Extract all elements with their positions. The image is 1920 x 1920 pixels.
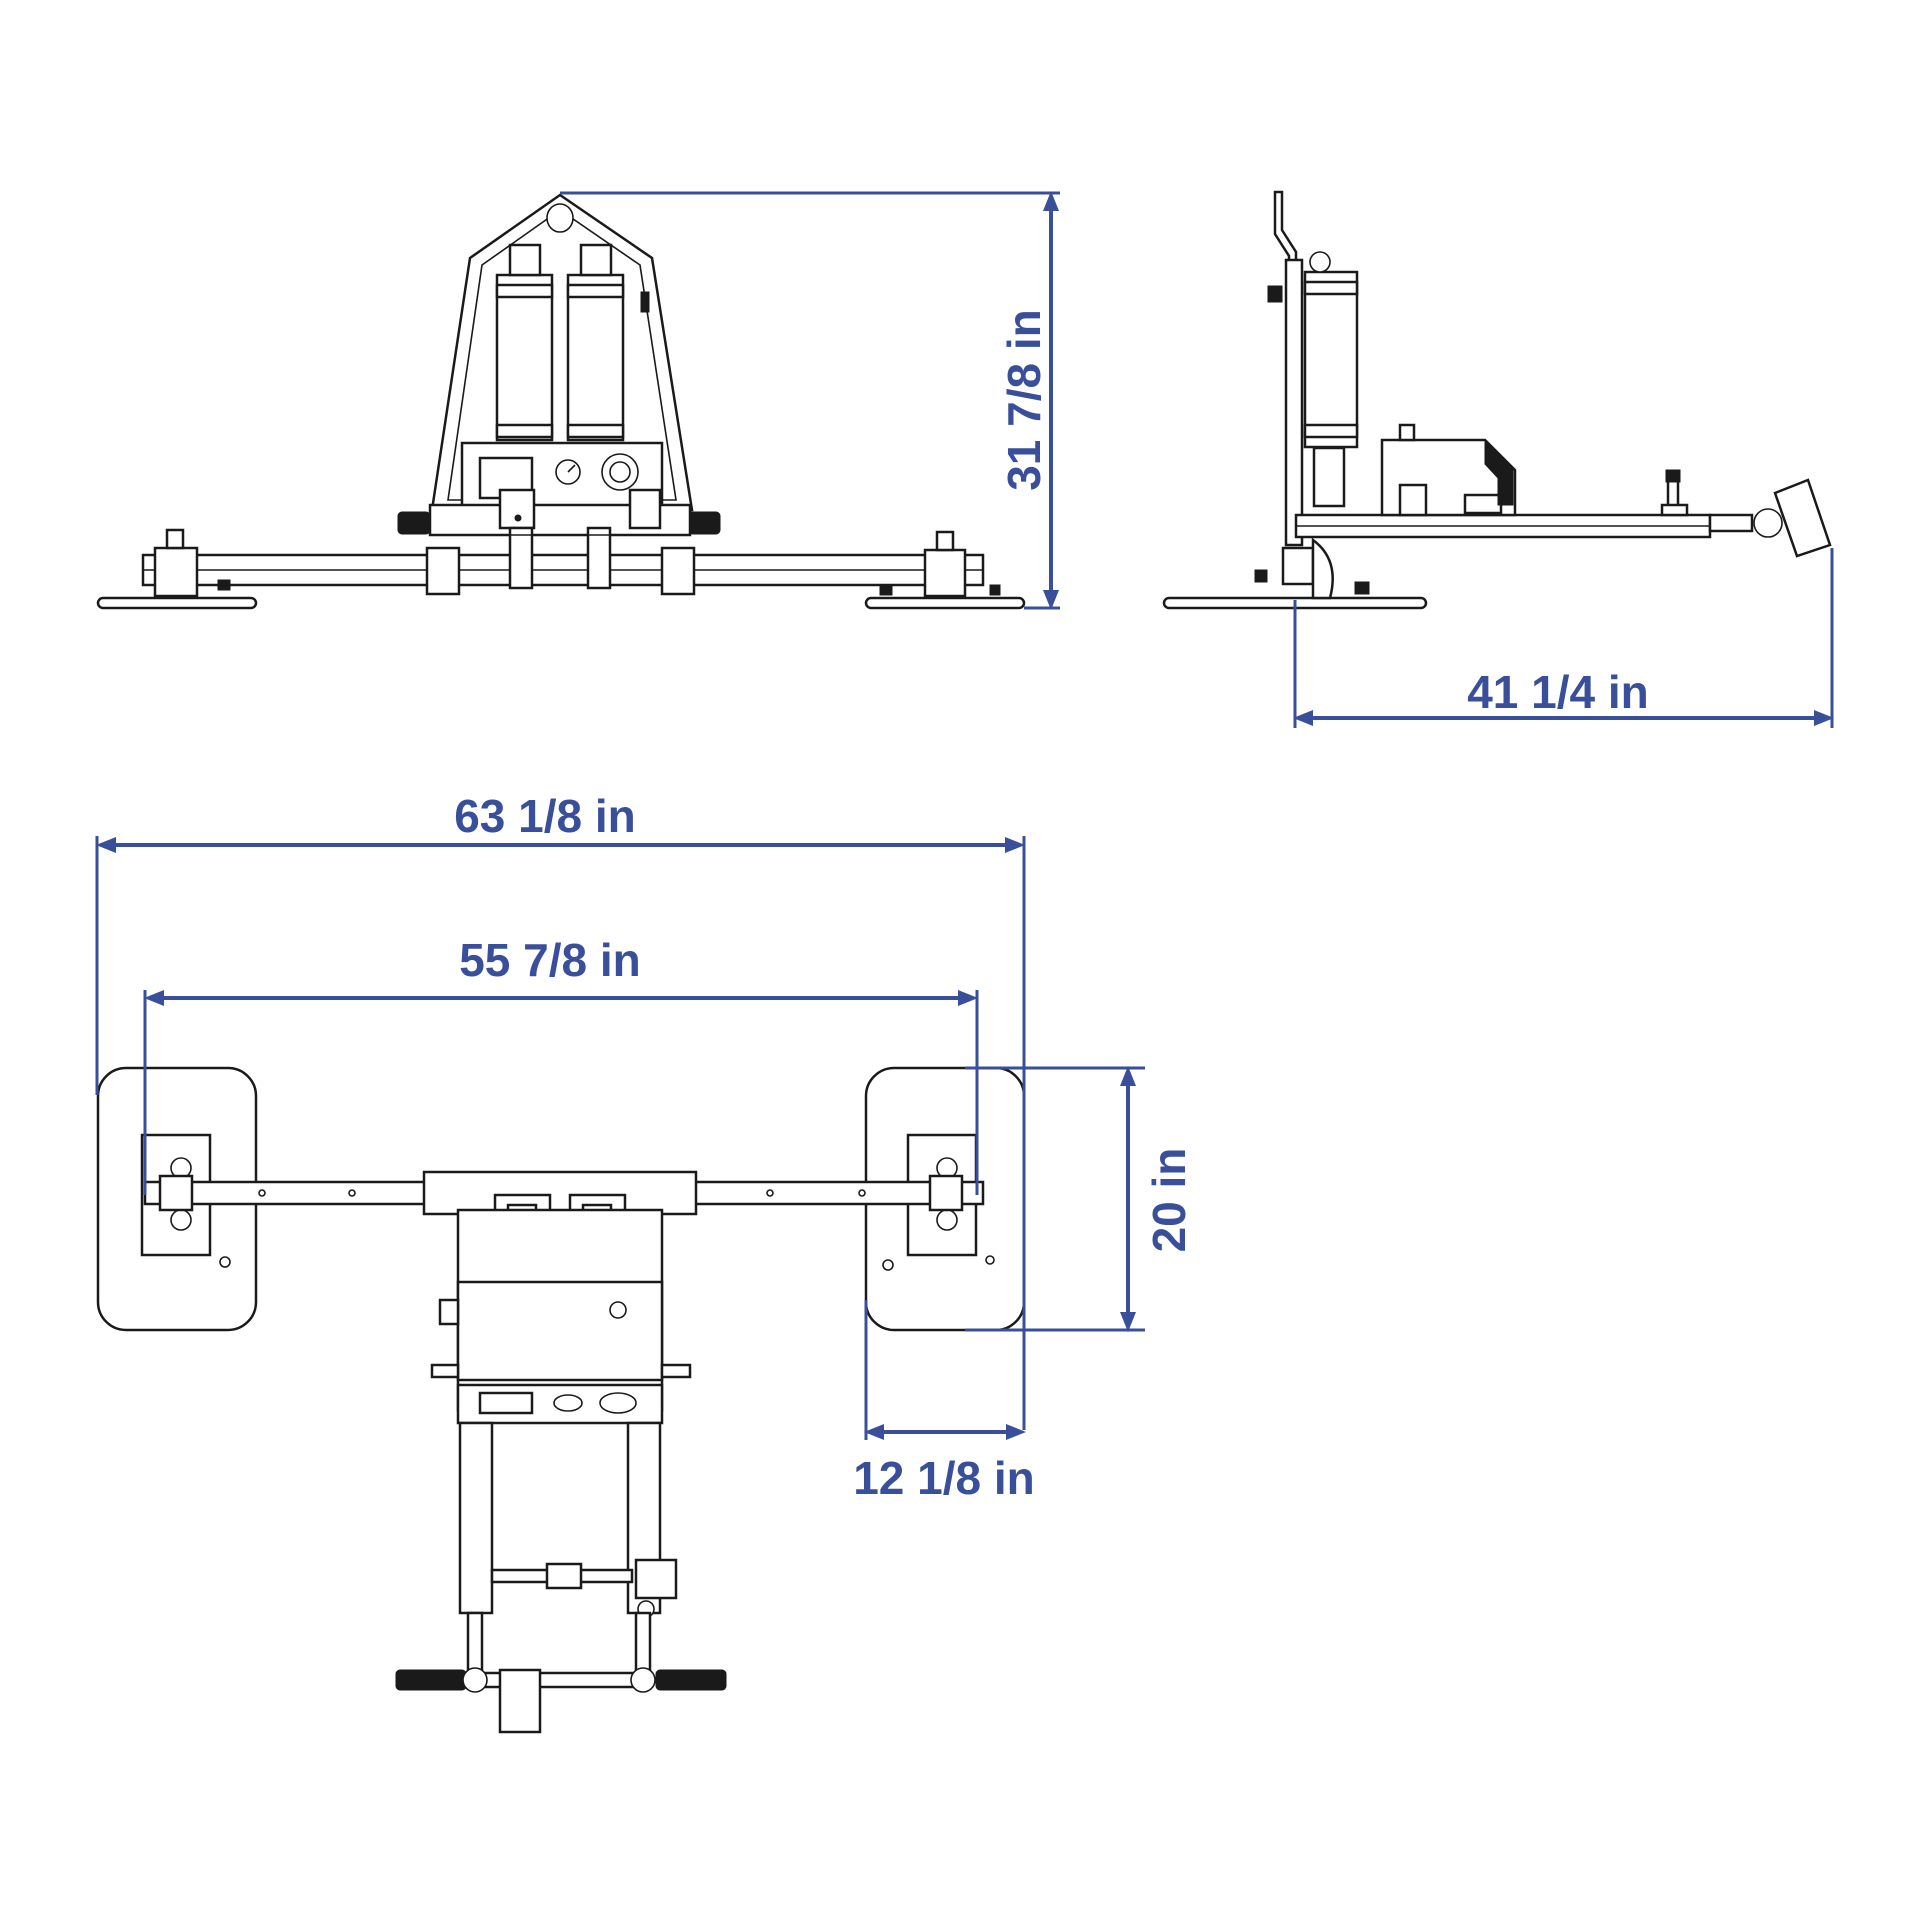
top-center-frame xyxy=(422,1170,698,1216)
top-right-pad-mount xyxy=(928,1174,964,1212)
side-cylinder xyxy=(1303,270,1359,449)
top-grip-right xyxy=(655,1669,727,1691)
front-right-pad-mount xyxy=(923,548,967,598)
dim-label-pad-length: 20 in xyxy=(1143,1148,1195,1253)
side-view xyxy=(1162,190,1832,610)
front-cylinder-left xyxy=(495,273,554,442)
dim-label-pad-width: 12 1/8 in xyxy=(853,1452,1035,1504)
side-pad-mount xyxy=(1281,546,1315,586)
side-end-handle xyxy=(1773,478,1832,558)
front-view xyxy=(96,193,1026,610)
dimension-pad-center-spacing: 55 7/8 in xyxy=(143,934,979,1195)
side-handle-pivot xyxy=(1753,508,1783,538)
top-leg-left xyxy=(458,1421,494,1615)
dim-label-overall-height: 31 7/8 in xyxy=(998,309,1050,491)
front-right-pad xyxy=(864,596,1026,610)
top-control-box xyxy=(456,1280,664,1382)
vacuum-gauge-icon xyxy=(601,453,639,491)
top-gauge-icon xyxy=(553,1394,583,1412)
dimension-pad-width: 12 1/8 in xyxy=(853,1300,1035,1504)
top-rear-lock xyxy=(498,1668,542,1734)
lifting-eye xyxy=(546,203,574,233)
front-leg-right xyxy=(660,546,696,596)
top-left-pad-mount xyxy=(158,1174,194,1212)
front-leg-left xyxy=(425,546,461,596)
front-left-pad xyxy=(96,596,258,610)
dim-label-overall-width: 63 1/8 in xyxy=(454,790,636,842)
dim-label-overall-depth: 41 1/4 in xyxy=(1467,666,1649,718)
dimension-overall-depth: 41 1/4 in xyxy=(1293,548,1834,728)
front-left-pad-mount xyxy=(153,546,199,598)
top-display xyxy=(478,1391,534,1415)
dim-label-pad-center-spacing: 55 7/8 in xyxy=(459,934,641,986)
front-cylinder-right xyxy=(566,273,625,442)
dimension-overall-width: 63 1/8 in xyxy=(95,790,1026,1430)
top-view xyxy=(96,1066,1026,1734)
front-handle-left xyxy=(397,511,431,535)
top-grip-left xyxy=(395,1669,467,1691)
front-handle-right xyxy=(687,511,721,535)
dimension-pad-length: 20 in xyxy=(965,1066,1195,1332)
dimension-overall-height: 31 7/8 in xyxy=(560,191,1060,610)
